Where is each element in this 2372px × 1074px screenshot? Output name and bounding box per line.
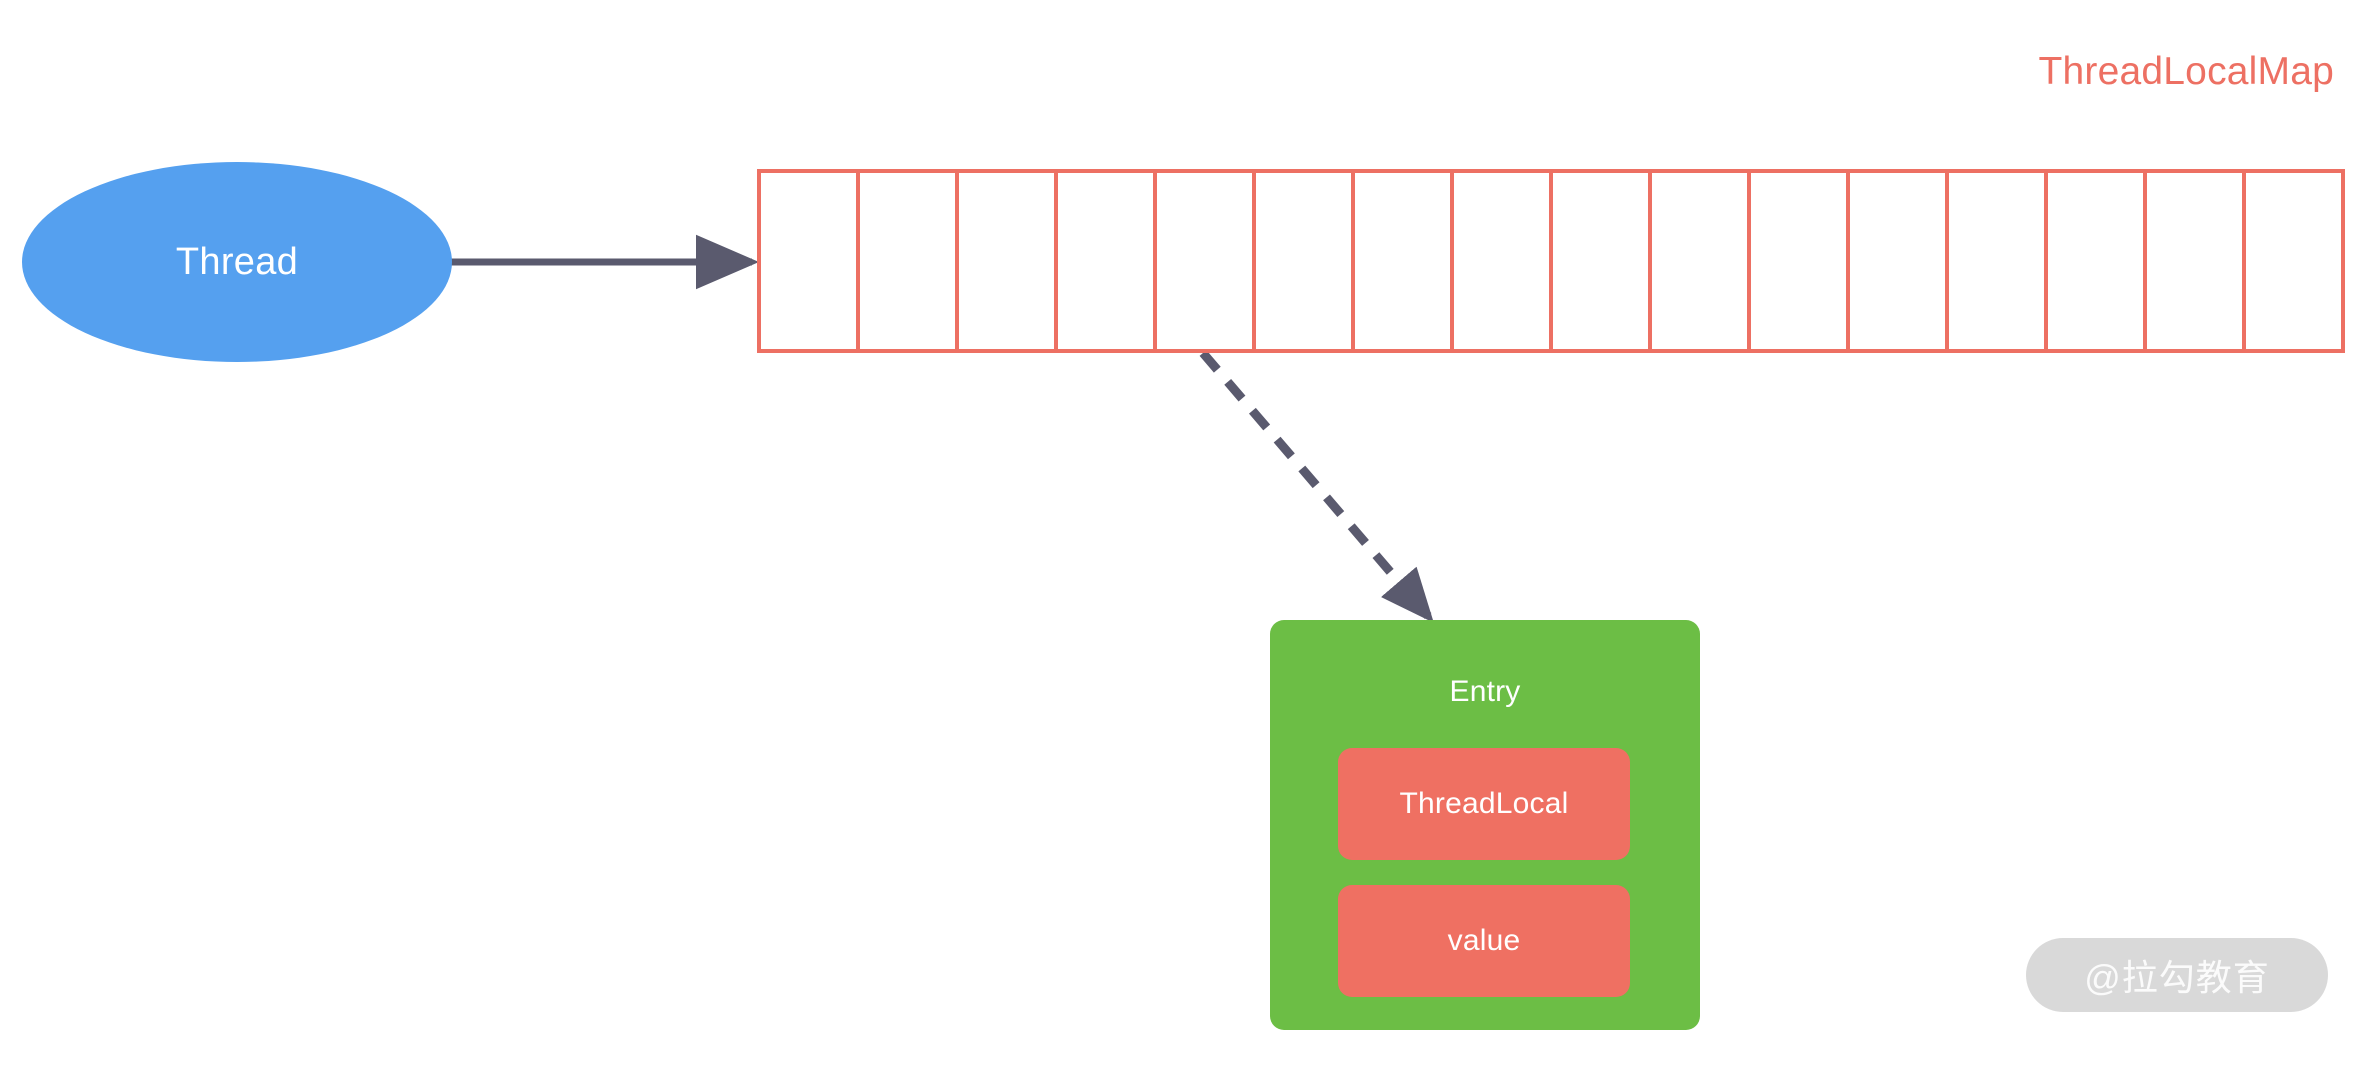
entry-field-value[interactable]: value	[1338, 885, 1630, 997]
table-cell[interactable]	[1256, 173, 1355, 349]
connector-map-to-entry	[1199, 350, 1434, 623]
watermark-badge: @拉勾教育	[2026, 938, 2328, 1012]
node-entry-label: Entry	[1449, 675, 1521, 708]
table-cell[interactable]	[1751, 173, 1850, 349]
table-cell[interactable]	[761, 173, 860, 349]
table-cell[interactable]	[2048, 173, 2147, 349]
table-cell[interactable]	[1157, 173, 1256, 349]
node-thread-label: Thread	[175, 240, 299, 283]
table-cell[interactable]	[1652, 173, 1751, 349]
entry-field-threadlocal[interactable]: ThreadLocal	[1338, 748, 1630, 860]
table-cell[interactable]	[1850, 173, 1949, 349]
table-cell[interactable]	[860, 173, 959, 349]
node-thread[interactable]: Thread	[22, 162, 452, 362]
threadlocalmap-table[interactable]	[757, 169, 2345, 353]
page-title: ThreadLocalMap	[2038, 50, 2334, 93]
node-entry[interactable]: Entry ThreadLocal value	[1270, 620, 1700, 1030]
table-cell[interactable]	[1949, 173, 2048, 349]
table-cell[interactable]	[959, 173, 1058, 349]
table-cell[interactable]	[1058, 173, 1157, 349]
table-cell[interactable]	[1355, 173, 1454, 349]
table-cell[interactable]	[2147, 173, 2246, 349]
table-cell[interactable]	[1553, 173, 1652, 349]
table-cell[interactable]	[2246, 173, 2341, 349]
table-cell[interactable]	[1454, 173, 1553, 349]
